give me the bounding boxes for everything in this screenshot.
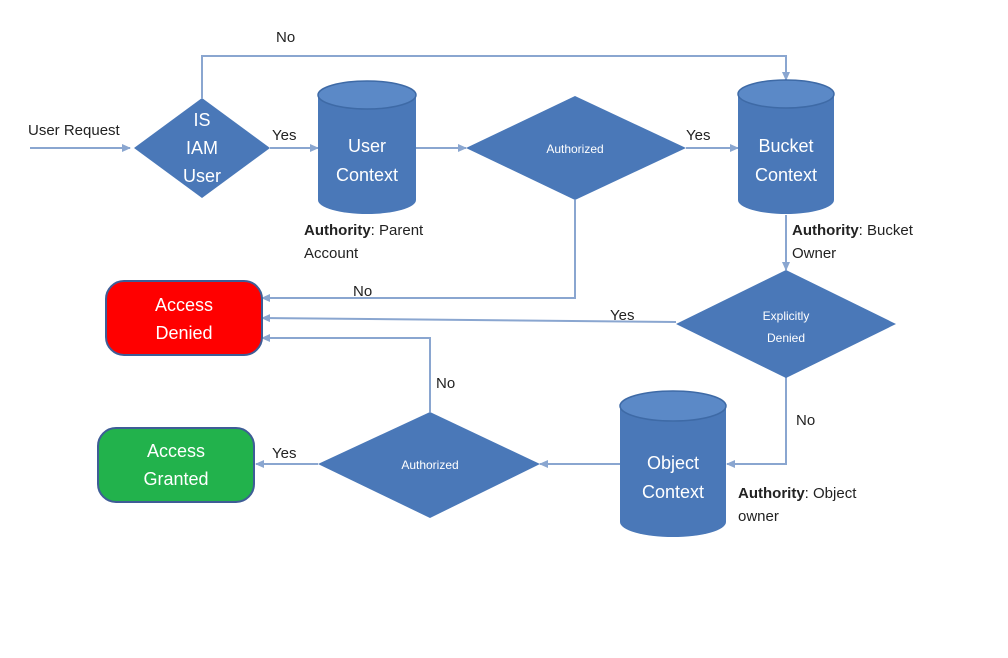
explicitly-denied-decision: Explicitly Denied <box>676 270 896 378</box>
connector-explicit-no <box>726 376 787 468</box>
user-context-line-2: Context <box>336 165 398 185</box>
no-label-top: No <box>276 29 295 46</box>
object-context-line-2: Context <box>642 482 704 502</box>
user-context-authority-key: Authority <box>304 222 371 239</box>
bucket-context-line-1: Bucket <box>758 136 813 156</box>
user-context-authority-line2: Account <box>304 245 359 262</box>
explicitly-denied-line-2: Denied <box>767 331 805 345</box>
yes-label-iam: Yes <box>272 127 296 144</box>
user-context-authority-value: : Parent <box>371 222 424 239</box>
access-granted-line-2: Granted <box>143 469 208 489</box>
object-context-line-1: Object <box>647 453 699 473</box>
bucket-context-cylinder: Bucket Context <box>737 79 835 214</box>
access-granted-line-1: Access <box>147 441 205 461</box>
authorized-2-label: Authorized <box>401 458 458 472</box>
bucket-context-line-2: Context <box>755 165 817 185</box>
no-label-authorized1: No <box>353 283 372 300</box>
authorized-decision-1: Authorized <box>466 96 686 200</box>
yes-label-explicit: Yes <box>610 307 634 324</box>
no-label-authorized2: No <box>436 375 455 392</box>
access-granted-terminal: Access Granted <box>97 427 255 503</box>
object-context-authority-value: : Object <box>805 485 858 502</box>
iam-user-line-3: User <box>183 166 221 186</box>
user-context-authority: Authority: Parent <box>304 222 424 239</box>
authorized-1-label: Authorized <box>546 142 603 156</box>
user-context-line-1: User <box>348 136 386 156</box>
object-context-authority: Authority: Object <box>738 485 857 502</box>
authorized-decision-2: Authorized <box>318 412 540 518</box>
no-label-explicit: No <box>796 412 815 429</box>
connector-authorized1-no <box>261 200 576 302</box>
connector-explicit-yes <box>261 314 677 323</box>
bucket-context-authority-value: : Bucket <box>859 222 914 239</box>
connector-iam-no <box>201 55 790 98</box>
object-context-cylinder: Object Context <box>619 390 727 537</box>
iam-user-line-1: IS <box>193 110 210 130</box>
iam-user-line-2: IAM <box>186 138 218 158</box>
bucket-context-authority-key: Authority <box>792 222 859 239</box>
access-denied-terminal: Access Denied <box>105 280 263 356</box>
yes-label-authorized1: Yes <box>686 127 710 144</box>
bucket-context-authority: Authority: Bucket <box>792 222 914 239</box>
user-context-cylinder: User Context <box>317 80 417 214</box>
access-denied-line-2: Denied <box>155 323 212 343</box>
object-context-authority-key: Authority <box>738 485 805 502</box>
explicitly-denied-line-1: Explicitly <box>763 309 810 323</box>
yes-label-authorized2: Yes <box>272 445 296 462</box>
iam-user-decision: IS IAM User <box>134 98 270 198</box>
access-denied-line-1: Access <box>155 295 213 315</box>
user-request-label: User Request <box>28 122 121 139</box>
connector-authorized2-no <box>261 334 431 412</box>
bucket-context-authority-line2: Owner <box>792 245 836 262</box>
object-context-authority-line2: owner <box>738 508 779 525</box>
